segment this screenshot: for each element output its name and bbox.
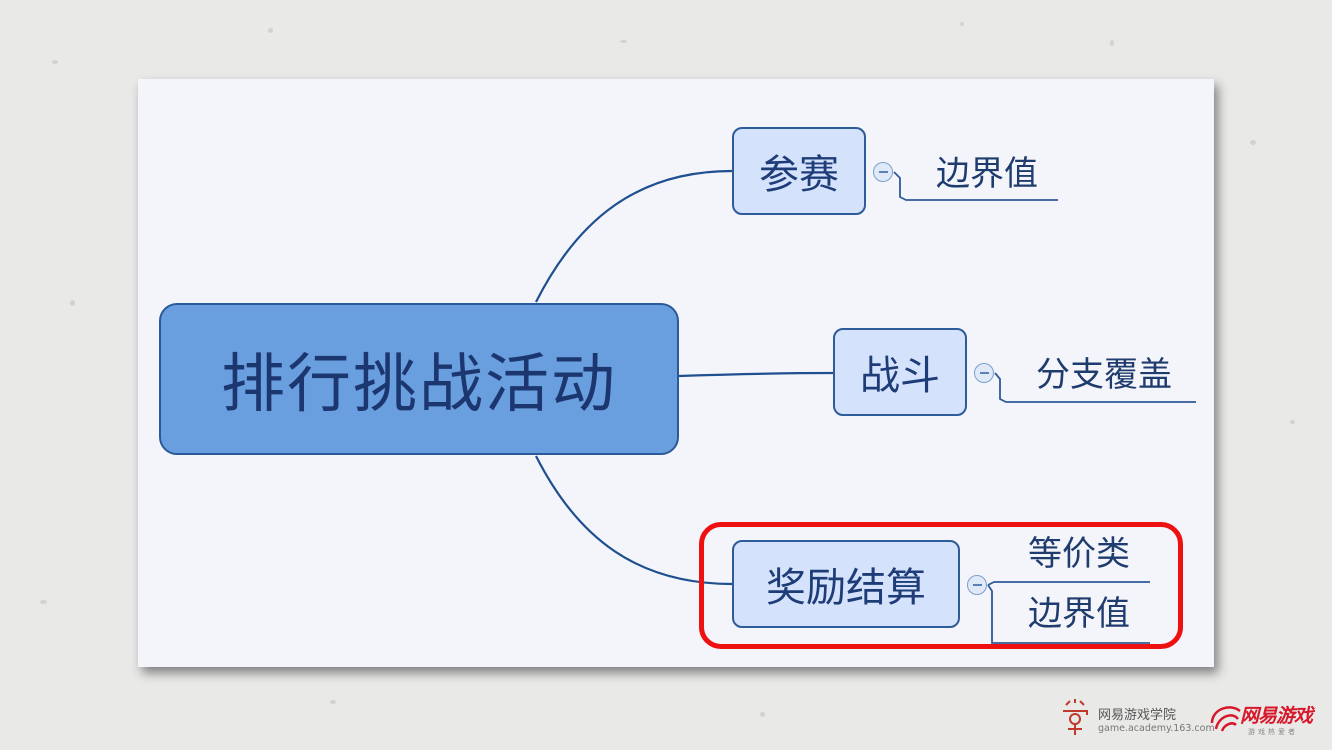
root-label: 排行挑战活动 — [221, 348, 617, 422]
branch-node-participate[interactable]: 参赛 — [732, 127, 866, 215]
collapse-toggle-participate[interactable] — [873, 162, 893, 182]
collapse-toggle-battle[interactable] — [974, 363, 994, 383]
branch-node-battle[interactable]: 战斗 — [833, 328, 967, 416]
connector-root-reward — [535, 455, 733, 586]
footer-branding: 网易游戏学院 game.academy.163.com 网易游戏 游戏热爱者 — [1058, 697, 1320, 741]
netease-brand-name: 网易游戏 — [1240, 705, 1313, 727]
branch-node-reward[interactable]: 奖励结算 — [732, 540, 960, 628]
connector-root-battle — [678, 371, 834, 378]
leaf-battle-branch-coverage[interactable]: 分支覆盖 — [1036, 355, 1172, 395]
mindmap-connectors — [535, 169, 1196, 644]
academy-name: 网易游戏学院 — [1098, 708, 1177, 723]
leaf-line-battle — [994, 372, 1196, 403]
netease-tagline: 游戏热爱者 — [1248, 728, 1298, 736]
leaf-reward-equivalence[interactable]: 等价类 — [1028, 534, 1130, 574]
leaf-line-reward-2 — [987, 584, 1150, 644]
leaf-line-participate — [893, 171, 1058, 201]
mindmap-slide: 排行挑战活动 参赛 边界值 战斗 分支覆盖 奖励结算 等价类 边界值 — [138, 79, 1214, 667]
connector-root-participate — [535, 169, 733, 303]
academy-url: game.academy.163.com — [1098, 723, 1215, 734]
root-node[interactable]: 排行挑战活动 — [159, 303, 679, 455]
branch-label: 参赛 — [759, 152, 839, 198]
highlight-box — [699, 522, 1183, 649]
collapse-toggle-reward[interactable] — [967, 575, 987, 595]
academy-logo-icon — [1063, 699, 1088, 735]
branch-label: 战斗 — [860, 353, 940, 399]
netease-logo-icon — [1210, 706, 1241, 732]
leaf-line-reward-1 — [987, 581, 1150, 586]
leaf-participate-boundary[interactable]: 边界值 — [936, 154, 1038, 194]
branch-label: 奖励结算 — [766, 565, 926, 611]
leaf-reward-boundary[interactable]: 边界值 — [1028, 594, 1130, 634]
